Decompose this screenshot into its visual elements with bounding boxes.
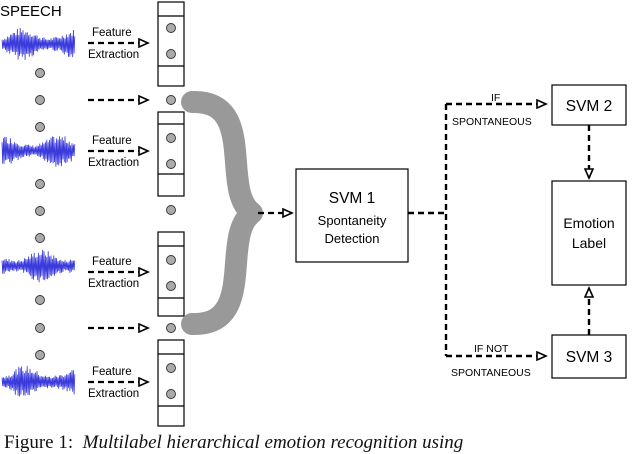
branch-bottom-line1: IF NOT: [474, 343, 509, 355]
svm1-line1: Spontaneity: [318, 213, 387, 228]
ellipsis-dot: [35, 179, 45, 189]
speech-waveform: [1, 366, 76, 397]
extraction-label: Extraction: [88, 388, 139, 400]
svm2-box: SVM 2: [551, 84, 627, 126]
waveform-group: [1, 27, 76, 397]
ellipsis-dot: [35, 206, 45, 216]
ellipsis-dot: [35, 68, 45, 78]
ellipsis-dot: [35, 323, 45, 333]
ellipsis-dot: [166, 323, 176, 333]
branch-top-line2: SPONTANEOUS: [452, 116, 532, 128]
feature-label: Feature: [92, 366, 132, 378]
svm1-title: SVM 1: [329, 190, 376, 207]
feature-vector-2: [157, 111, 185, 197]
feature-label: Feature: [92, 135, 132, 147]
ellipsis-dot: [166, 205, 176, 215]
branch-top-line1: IF: [491, 92, 500, 104]
ellipsis-dots-left: [35, 68, 45, 360]
extraction-label: Extraction: [88, 49, 139, 61]
svm1-box: SVM 1 Spontaneity Detection: [295, 168, 409, 263]
emotion-line2: Label: [572, 235, 606, 251]
branch-bottom-line2: SPONTANEOUS: [451, 367, 531, 379]
ellipsis-dot: [166, 95, 176, 105]
svm3-box: SVM 3: [551, 334, 627, 379]
emotion-label-box: Emotion Label: [551, 180, 627, 286]
ellipsis-dot: [35, 233, 45, 243]
caption-prefix: Figure 1:: [4, 432, 74, 453]
feature-extraction-3: Feature Extraction: [88, 256, 148, 290]
feature-label: Feature: [92, 256, 132, 268]
feature-vector-3: [157, 231, 185, 317]
extraction-label: Extraction: [88, 157, 139, 169]
svm3-title: SVM 3: [566, 349, 613, 366]
feature-vector-4: [157, 339, 185, 427]
ellipsis-dot: [35, 295, 45, 305]
figure-caption: Figure 1: Multilabel hierarchical emotio…: [4, 432, 634, 454]
feature-extraction-1: Feature Extraction: [88, 27, 148, 61]
feature-extraction-4: Feature Extraction: [88, 366, 148, 400]
emotion-line1: Emotion: [563, 215, 614, 231]
speech-waveform: [1, 136, 76, 167]
caption-text: Multilabel hierarchical emotion recognit…: [82, 432, 464, 453]
feature-extraction-2: Feature Extraction: [88, 135, 148, 169]
svm1-line2: Detection: [325, 231, 380, 246]
feature-vector-1: [157, 1, 185, 87]
ellipsis-dot: [35, 350, 45, 360]
extraction-label: Extraction: [88, 278, 139, 290]
svm2-title: SVM 2: [566, 98, 613, 115]
gray-brace: [181, 90, 263, 336]
feature-label: Feature: [92, 27, 132, 39]
speech-title: SPEECH: [0, 3, 62, 20]
ellipsis-dot: [35, 122, 45, 132]
speech-waveform: [1, 27, 76, 61]
ellipsis-dot: [35, 95, 45, 105]
speech-waveform: [1, 249, 76, 283]
